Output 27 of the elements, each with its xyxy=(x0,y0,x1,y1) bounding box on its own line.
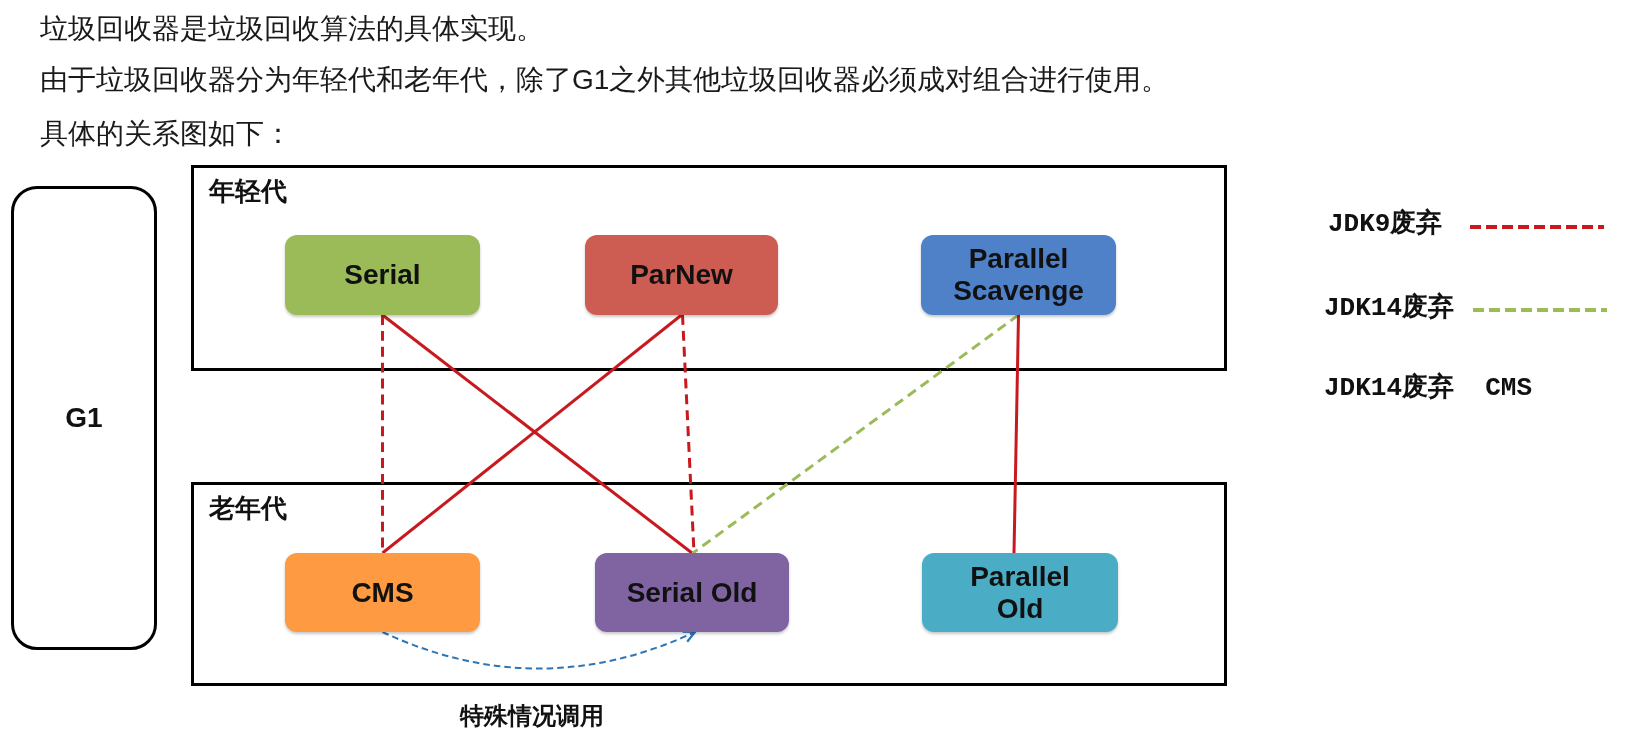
intro-text: 由于垃圾回收器分为年轻代和老年代，除了G1之外其他垃圾回收器必须成对组合进行使用。 xyxy=(40,63,1170,97)
generation-panel xyxy=(191,482,1227,686)
collector-name: Serial xyxy=(344,259,421,291)
intro-text: 垃圾回收器是垃圾回收算法的具体实现。 xyxy=(40,12,544,46)
collector-box xyxy=(922,553,1118,632)
intro-text: 具体的关系图如下： xyxy=(40,117,292,151)
collector-name: Parallel Scavenge xyxy=(952,243,1085,307)
collector-box xyxy=(921,235,1116,315)
connector-line xyxy=(1012,314,1020,554)
curved-arrow xyxy=(381,630,697,670)
collector-box xyxy=(585,235,778,315)
collector-box xyxy=(285,553,480,632)
collector-name: Parallel Old xyxy=(969,560,1071,625)
panel-title: 年轻代 xyxy=(209,176,287,206)
collector-name: G1 xyxy=(65,402,103,434)
legend-label: JDK14废弃 xyxy=(1324,293,1454,323)
generation-panel xyxy=(191,165,1227,371)
collector-name: Serial Old xyxy=(626,576,758,609)
legend-label: JDK9废弃 xyxy=(1328,209,1443,239)
collector-box xyxy=(11,186,157,650)
collector-name: CMS xyxy=(351,576,414,609)
collector-box xyxy=(285,235,480,315)
collector-name: ParNew xyxy=(630,259,733,291)
collector-box xyxy=(595,553,789,632)
panel-title: 老年代 xyxy=(209,493,287,523)
connector-line xyxy=(692,313,1020,555)
legend-note: JDK14废弃 CMS xyxy=(1324,373,1533,403)
